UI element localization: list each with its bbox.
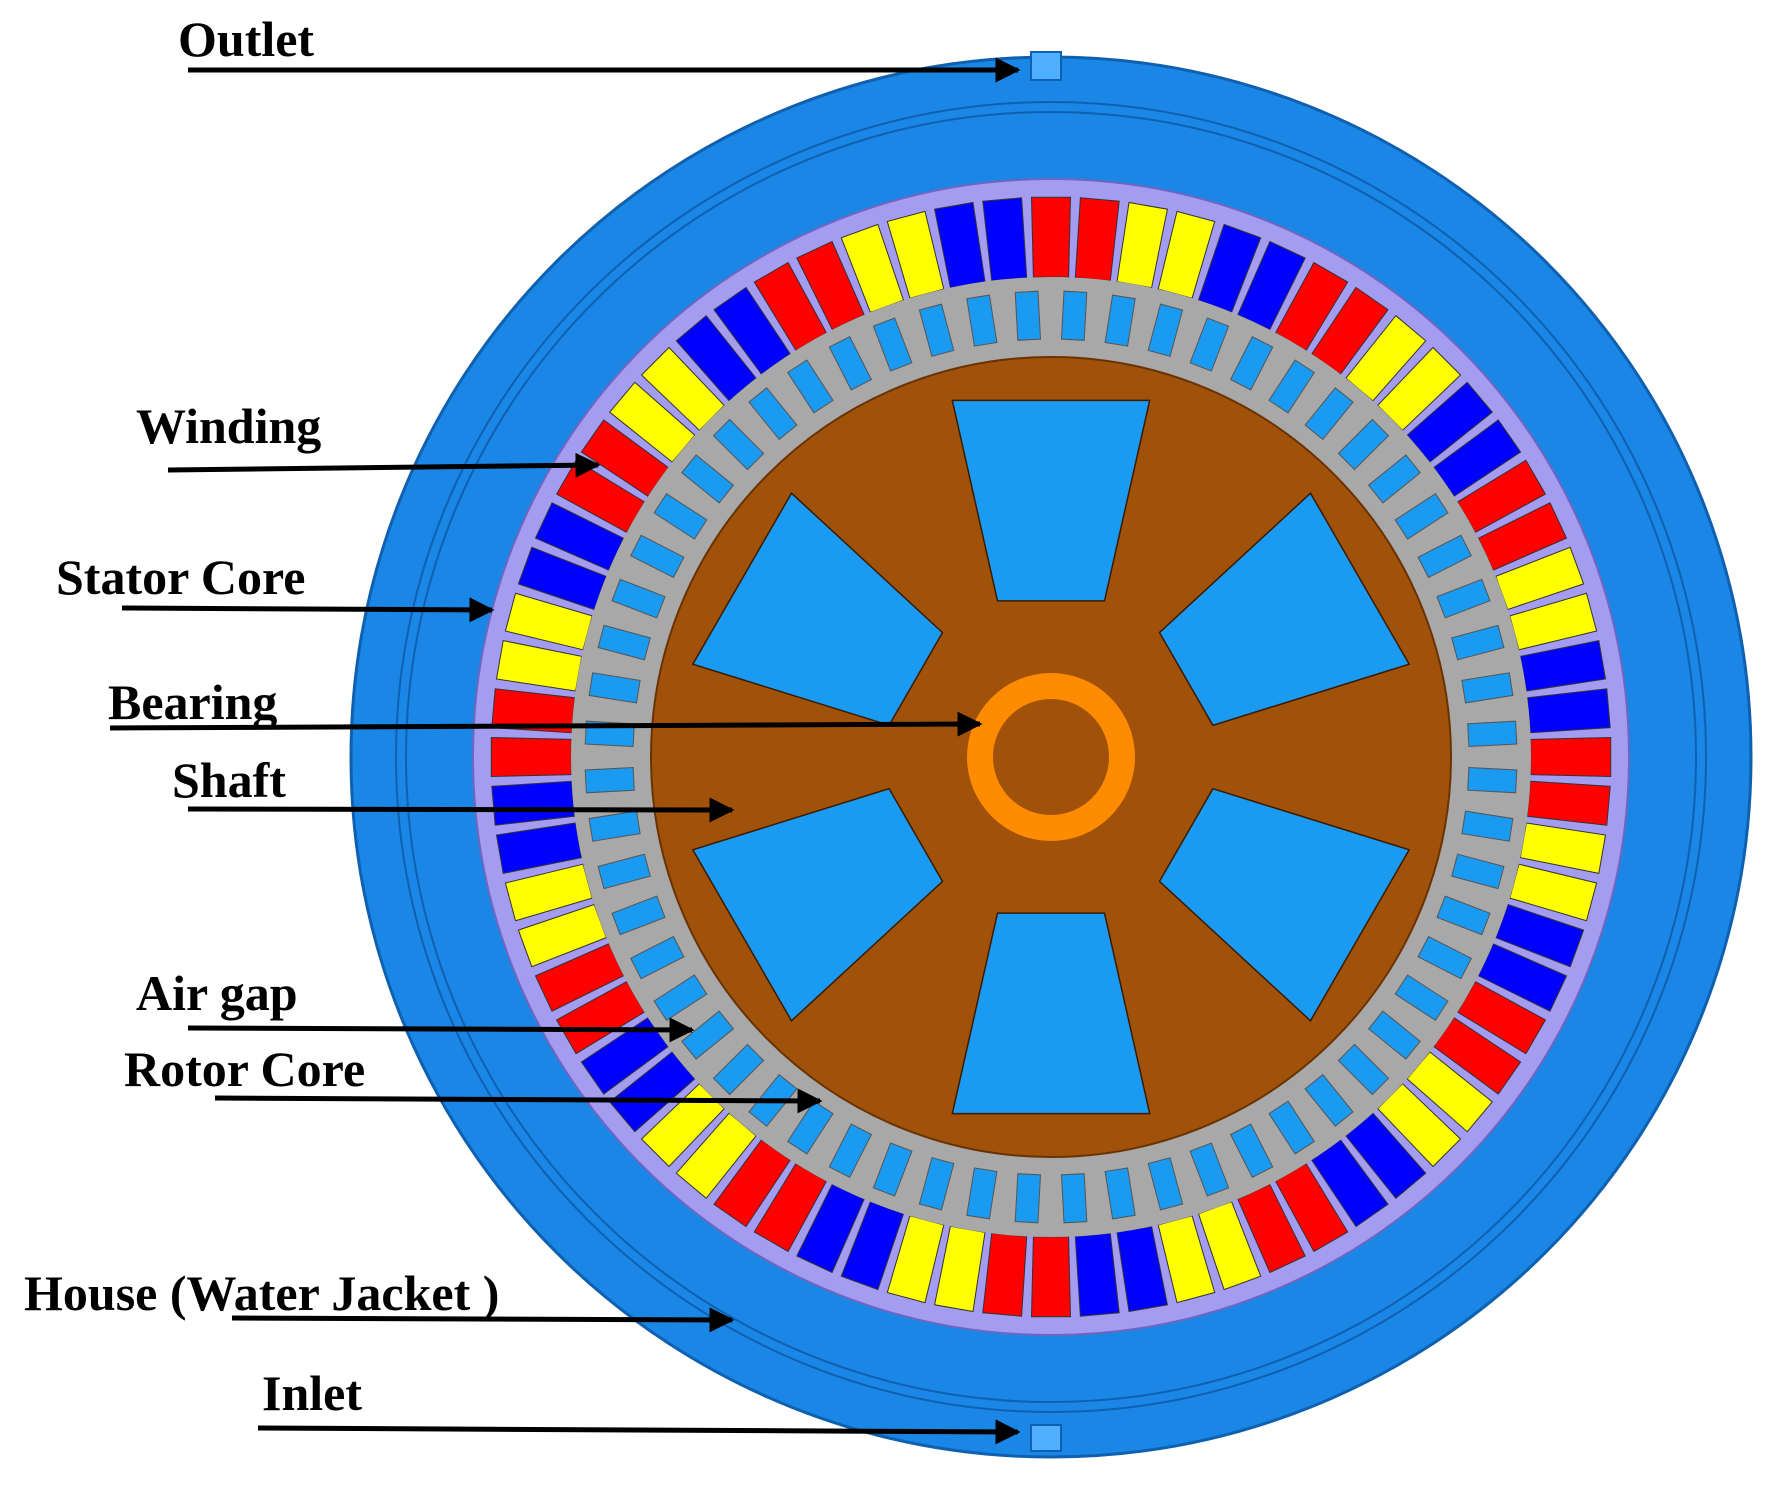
label-bearing: Bearing [108, 674, 277, 730]
cooling-slot [1394, 493, 1449, 540]
cooling-slot [1304, 1073, 1354, 1127]
cooling-slot [1189, 317, 1230, 372]
cooling-slot [1417, 534, 1472, 579]
cooling-slot [966, 1167, 998, 1220]
arrow-winding [167, 452, 601, 478]
label-stator-core: Stator Core [56, 549, 306, 605]
cooling-slot [712, 1043, 765, 1096]
cooling-slot [1189, 1142, 1230, 1197]
cooling-slot [1461, 672, 1514, 704]
cooling-slot [588, 810, 641, 842]
cooling-slot [653, 974, 708, 1021]
housing-ring [405, 111, 1697, 1403]
arrow-house [231, 1307, 735, 1333]
cooling-slot [1229, 336, 1274, 391]
rotor-vent-hole [1158, 492, 1411, 727]
cooling-slot [1268, 1100, 1315, 1155]
cooling-slot [1337, 418, 1390, 471]
label-rotor-core: Rotor Core [124, 1041, 365, 1097]
cooling-slot [918, 303, 955, 357]
label-house-water-jacket: House (Water Jacket ) [24, 1265, 499, 1321]
cooling-slot [828, 336, 873, 391]
cooling-slot [584, 766, 635, 794]
cooling-slot [1367, 454, 1421, 504]
cooling-slot [1304, 387, 1354, 441]
winding-coil [1530, 736, 1612, 778]
cooling-slot [1436, 578, 1491, 619]
cooling-slot [611, 895, 666, 936]
arrow-air-gap [187, 1017, 695, 1043]
cooling-slot [1451, 624, 1505, 661]
cooling-slot [787, 359, 834, 414]
cooling-slot [1104, 1167, 1136, 1220]
label-outlet: Outlet [178, 11, 314, 67]
arrow-bearing [109, 711, 983, 737]
cooling-slot [1337, 1043, 1390, 1096]
cooling-slot [872, 317, 913, 372]
cooling-slot [918, 1157, 955, 1211]
winding-coil [490, 736, 572, 778]
rotor-vent-hole [691, 492, 944, 727]
cooling-slot [1229, 1123, 1274, 1178]
rotor-vent-hole [691, 787, 944, 1022]
cooling-slot [1147, 1157, 1184, 1211]
cooling-slots [584, 290, 1518, 1224]
arrow-stator-core [121, 597, 495, 623]
cooling-slot [630, 935, 685, 980]
leader-arrows [109, 57, 1021, 1445]
winding-coil [1030, 196, 1072, 278]
cooling-slot [872, 1142, 913, 1197]
cooling-slot [1417, 935, 1472, 980]
cooling-slot [653, 493, 708, 540]
cooling-slot [1147, 303, 1184, 357]
cooling-slot [966, 294, 998, 347]
label-shaft: Shaft [172, 752, 286, 808]
label-winding: Winding [136, 398, 321, 454]
rotor-vent-hole [951, 912, 1151, 1115]
rotor-vent-holes [691, 399, 1411, 1115]
cooling-slot [1436, 895, 1491, 936]
labels: Outlet Winding Stator Core Bearing Shaft… [24, 11, 499, 1421]
cooling-slot [1104, 294, 1136, 347]
label-inlet: Inlet [262, 1365, 362, 1421]
cooling-slot [1268, 359, 1315, 414]
cooling-slot [1461, 810, 1514, 842]
cooling-slot [681, 454, 735, 504]
arrow-inlet [257, 1419, 1021, 1445]
cooling-slot [1467, 766, 1518, 794]
cooling-slot [828, 1123, 873, 1178]
shaft [993, 699, 1109, 815]
stator-windings [490, 196, 1612, 1318]
cooling-slot [1014, 1173, 1042, 1224]
cooling-slot [1060, 1173, 1088, 1224]
outlet-port [1030, 51, 1062, 81]
inlet-port [1030, 1424, 1062, 1452]
rotor-vent-hole [1158, 787, 1411, 1022]
cooling-slot [748, 387, 798, 441]
cooling-slot [611, 578, 666, 619]
cooling-slot [712, 418, 765, 471]
cooling-slot [1060, 290, 1088, 341]
cooling-slot [597, 853, 651, 890]
label-air-gap: Air gap [136, 965, 298, 1021]
cooling-slot [630, 534, 685, 579]
cooling-slot [1467, 720, 1518, 748]
arrow-shaft [187, 797, 735, 823]
rotor-vent-hole [951, 399, 1151, 602]
cooling-slot [588, 672, 641, 704]
cooling-slot [1394, 974, 1449, 1021]
housing-ring [395, 101, 1707, 1413]
winding-coil [1030, 1236, 1072, 1318]
arrow-rotor-core [214, 1088, 823, 1114]
cooling-slot [1451, 853, 1505, 890]
cooling-slot [1367, 1010, 1421, 1060]
cooling-slot [1014, 290, 1042, 341]
cooling-slot [597, 624, 651, 661]
